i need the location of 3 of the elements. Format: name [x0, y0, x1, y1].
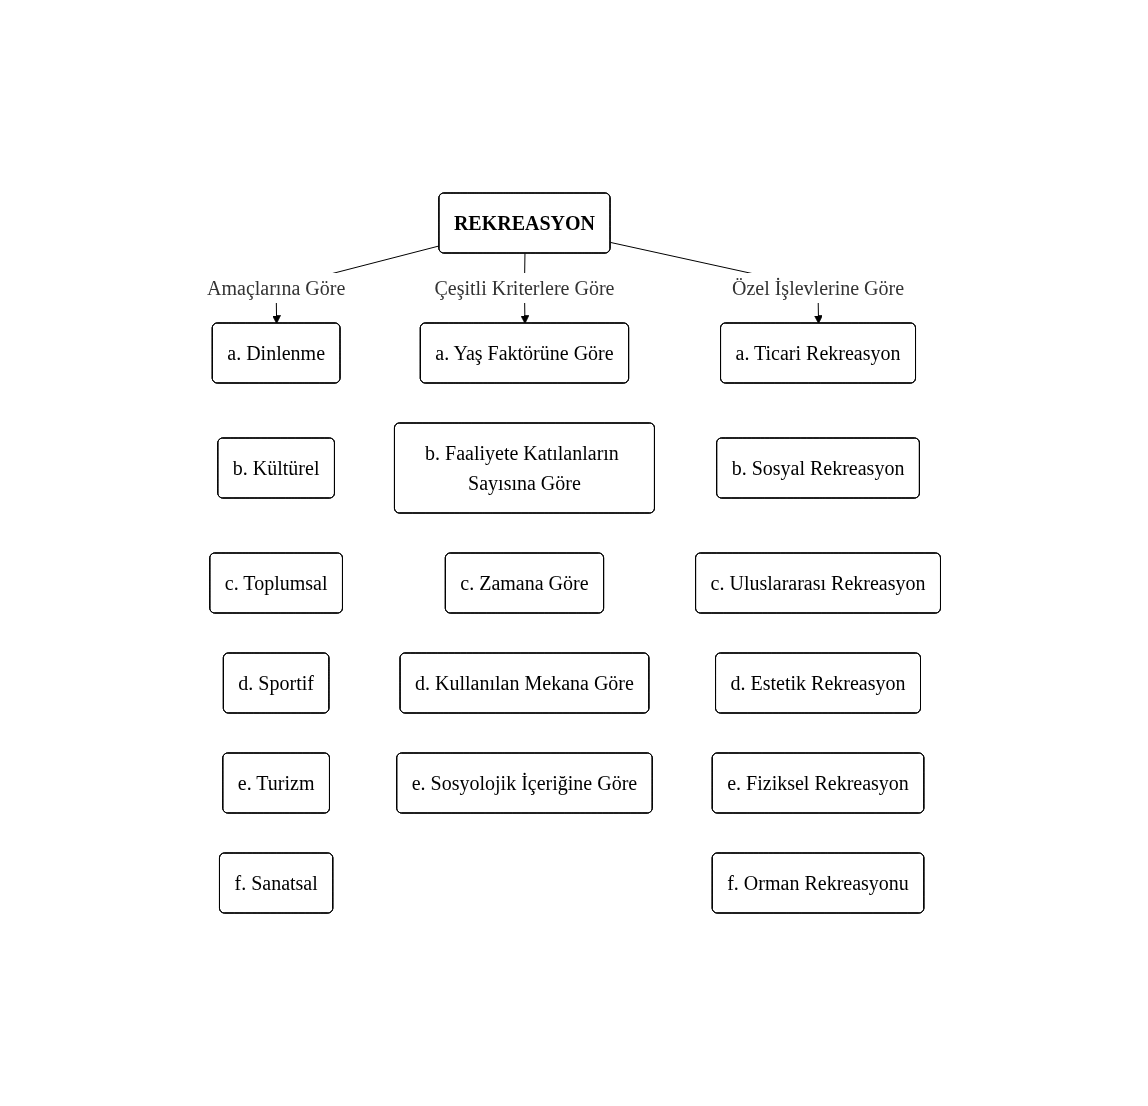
edge-label: Çeşitli Kriterlere Göre [434, 277, 615, 299]
edge-label: Özel İşlevlerine Göre [732, 277, 905, 299]
edge-label: Amaçlarına Göre [207, 277, 346, 299]
